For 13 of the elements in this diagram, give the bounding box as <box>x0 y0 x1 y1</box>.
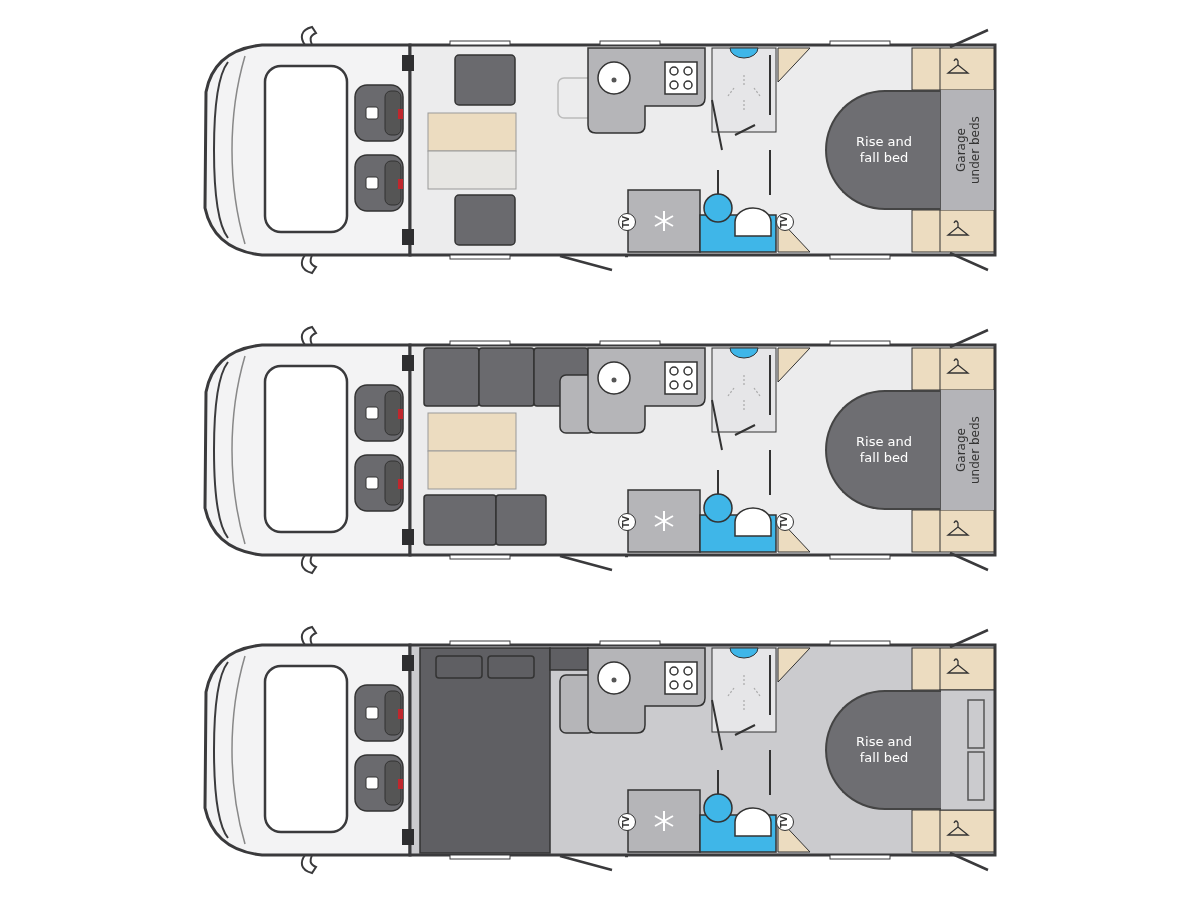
tv-marker: TV <box>623 516 631 528</box>
bed-label: Rise and fall bed <box>855 434 913 466</box>
tv-marker: TV <box>781 816 789 828</box>
tv-marker: TV <box>623 816 631 828</box>
bed-label: Rise and fall bed <box>855 134 913 166</box>
tv-marker: TV <box>623 216 631 228</box>
garage-label: Garage under beds <box>953 115 982 185</box>
tv-marker: TV <box>781 516 789 528</box>
garage-area <box>940 390 994 510</box>
garage-area <box>940 90 994 210</box>
bed-label: Rise and fall bed <box>855 734 913 766</box>
garage-label: Garage under beds <box>953 415 982 485</box>
tv-marker: TV <box>781 216 789 228</box>
